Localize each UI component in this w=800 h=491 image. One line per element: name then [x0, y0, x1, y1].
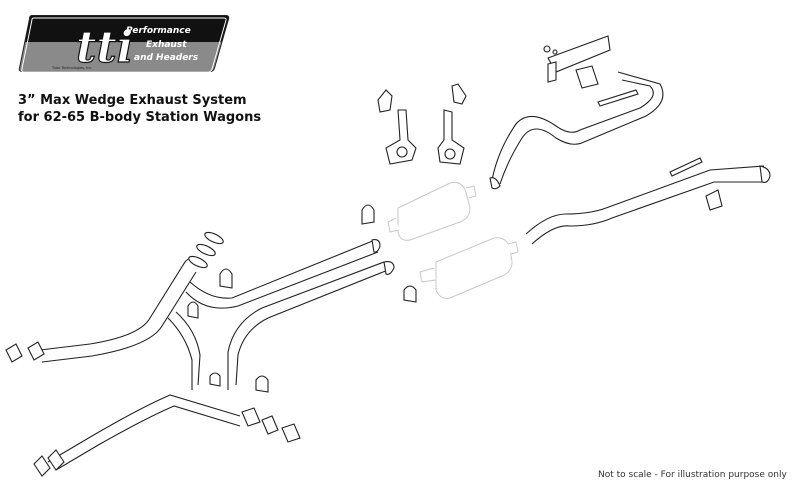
tailpipe-upper — [489, 71, 664, 190]
disclaimer-note: Not to scale - For illustration purpose … — [598, 470, 787, 480]
gaskets-left — [5, 341, 65, 477]
tailpipe-lower — [525, 157, 771, 245]
tti-logo: tti Performance Exhaust and Headers Tule… — [18, 15, 230, 72]
gaskets-top — [188, 231, 224, 269]
bumper-hanger-bracket — [543, 35, 723, 211]
u-bolt-clamps — [187, 204, 417, 393]
y-pipe-right — [47, 394, 241, 471]
y-pipe-left — [39, 257, 197, 363]
muffler-lower — [419, 237, 519, 299]
logo-brand: tti — [76, 22, 133, 72]
muffler-upper — [387, 181, 477, 241]
title-line-2: for 62-65 B-body Station Wagons — [18, 110, 262, 125]
logo-tagline-3: and Headers — [134, 53, 199, 63]
gaskets-right — [241, 407, 301, 443]
logo-company: Tuler Technologies, Inc. — [51, 66, 93, 70]
diagram-title: 3” Max Wedge Exhaust System for 62-65 B-… — [18, 92, 261, 126]
logo-tagline-2: Exhaust — [146, 40, 187, 50]
title-line-1: 3” Max Wedge Exhaust System — [18, 93, 247, 108]
muffler-hangers — [377, 83, 467, 165]
logo-tagline-1: Performance — [126, 26, 191, 36]
crossover-pipes — [167, 239, 395, 390]
